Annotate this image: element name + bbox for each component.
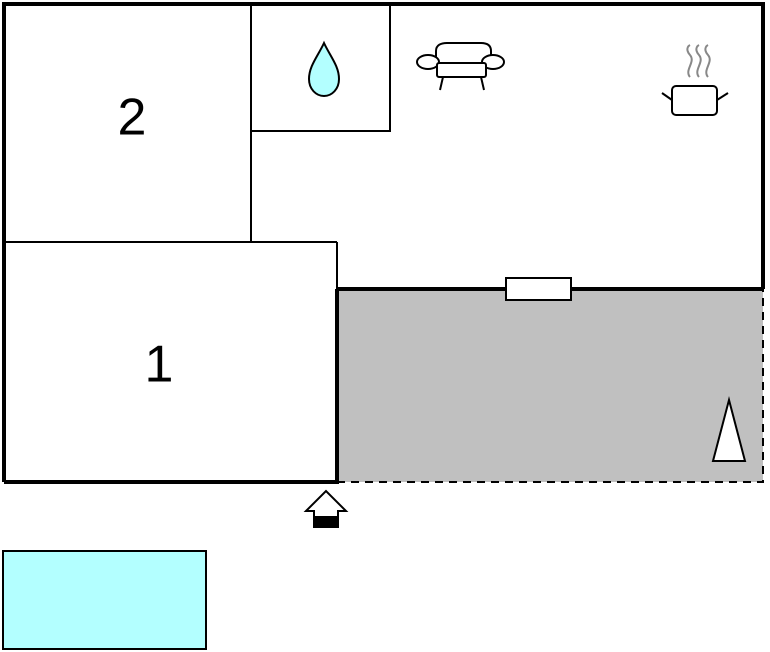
swimming-pool [2, 550, 207, 650]
sofa-icon [416, 42, 505, 91]
bedroom-1-outer-wall [4, 289, 339, 484]
terrace-dashed-edge [337, 289, 764, 483]
water-drop-icon [307, 40, 341, 98]
cooking-pot-icon [661, 44, 729, 116]
window [505, 277, 572, 301]
parasol-icon [711, 396, 747, 462]
entrance-icon [303, 489, 349, 528]
terrace [337, 289, 764, 483]
bedroom-2-label: 2 [118, 89, 147, 147]
bedroom-1-label: 1 [145, 336, 174, 394]
terrace-area [337, 289, 763, 482]
interior-walls [4, 4, 391, 289]
bathroom-walls [251, 4, 391, 132]
